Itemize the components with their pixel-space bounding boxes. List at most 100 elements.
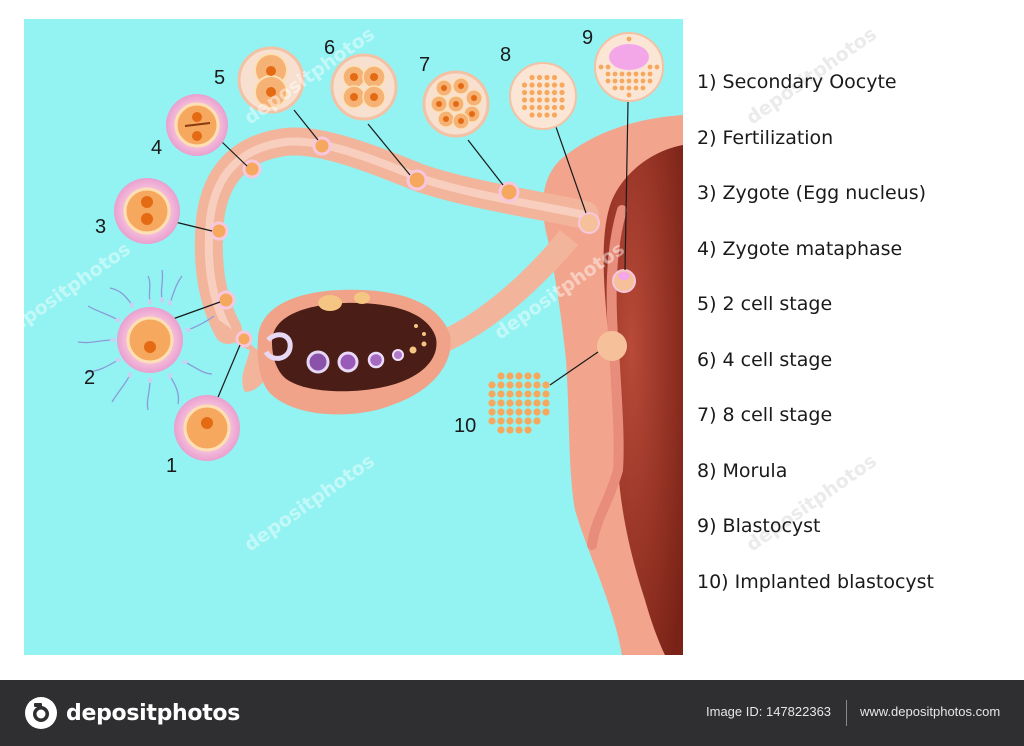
cell-dot bbox=[542, 381, 550, 389]
cell-dot bbox=[536, 82, 543, 88]
stage-1-secondary-oocyte bbox=[174, 395, 240, 461]
tract-cell-morula bbox=[578, 212, 600, 234]
cell-dot bbox=[633, 78, 639, 84]
ovary bbox=[257, 289, 451, 415]
tract-cell-implanted bbox=[597, 331, 627, 361]
cell-dot bbox=[551, 112, 558, 118]
follicle bbox=[367, 351, 385, 369]
cell-dot bbox=[619, 71, 625, 77]
cell-dot bbox=[524, 372, 532, 380]
cell-dot bbox=[524, 381, 532, 389]
fimbriae bbox=[205, 310, 272, 392]
cell-dot bbox=[626, 78, 632, 84]
cell-dot bbox=[515, 372, 523, 380]
brand-name: depositphotos bbox=[66, 700, 241, 726]
fallopian-tube-lumen bbox=[204, 137, 589, 334]
cell-dot bbox=[529, 104, 535, 111]
stage-legend: 1) Secondary Oocyte 2) Fertilization 3) … bbox=[697, 62, 1017, 617]
cell-dot bbox=[488, 381, 496, 389]
site-url-link[interactable]: www.depositphotos.com bbox=[860, 704, 1001, 719]
cell-dot bbox=[551, 74, 558, 81]
cell-dot bbox=[506, 417, 514, 425]
nuclei bbox=[436, 83, 477, 124]
cell-dot bbox=[605, 78, 611, 84]
legend-item: 2) Fertilization bbox=[697, 126, 834, 149]
implanted-blastocyst-cells bbox=[488, 372, 550, 434]
stage-number-4: 4 bbox=[151, 137, 162, 159]
leader-line-3 bbox=[174, 221, 213, 232]
cell-dot bbox=[647, 78, 653, 84]
image-id: Image ID: 147822363 bbox=[706, 704, 832, 719]
cell-dot bbox=[515, 381, 523, 389]
stage-number-3: 3 bbox=[95, 216, 106, 238]
stage-6-four-cell bbox=[330, 53, 398, 121]
nucleus bbox=[266, 66, 276, 76]
cell-dot bbox=[542, 408, 550, 416]
cell-dot bbox=[515, 390, 523, 398]
cell-dot bbox=[640, 85, 646, 91]
stage-number-2: 2 bbox=[84, 367, 95, 389]
cell-dot bbox=[488, 417, 496, 425]
cell-dot bbox=[559, 104, 565, 111]
leader-line-5 bbox=[293, 109, 319, 141]
cell-dot bbox=[619, 78, 625, 84]
cell-dot bbox=[559, 89, 565, 96]
cell-dot bbox=[626, 92, 632, 98]
sperm-heads bbox=[110, 297, 191, 383]
uterine-cavity bbox=[587, 205, 627, 550]
cell-dot bbox=[654, 64, 660, 70]
cell-dot bbox=[488, 390, 496, 398]
cell-dot bbox=[524, 399, 532, 407]
leader-line-4 bbox=[221, 141, 248, 167]
cell-dot bbox=[542, 390, 550, 398]
cell-dot bbox=[533, 381, 541, 389]
pronucleus bbox=[141, 213, 153, 225]
cell-dot bbox=[544, 104, 550, 111]
cell-dot bbox=[647, 71, 653, 77]
follicle bbox=[392, 349, 404, 361]
legend-item: 3) Zygote (Egg nucleus) bbox=[697, 182, 927, 204]
cell-dot bbox=[551, 89, 558, 96]
cell-dot bbox=[536, 104, 543, 111]
fertilization-diagram: depositphotos depositphotos depositphoto… bbox=[24, 19, 881, 655]
cell-dot bbox=[544, 89, 550, 96]
brand[interactable]: depositphotos bbox=[24, 693, 240, 733]
cell-dot bbox=[536, 74, 543, 81]
cell-dot bbox=[612, 71, 618, 77]
leader-line-9 bbox=[624, 101, 629, 271]
stage-9-blastocyst bbox=[594, 32, 664, 102]
cell-dot bbox=[533, 417, 541, 425]
cell-dot bbox=[524, 408, 532, 416]
cell-dot bbox=[536, 89, 543, 96]
cell-dot bbox=[524, 417, 532, 425]
cell-dot bbox=[521, 97, 528, 103]
tract-cell-zygote bbox=[209, 221, 229, 241]
cell-dot bbox=[598, 64, 604, 70]
stage-number-6: 6 bbox=[324, 37, 335, 59]
stage-number-1: 1 bbox=[166, 455, 177, 477]
stage-numbers: 1 2 3 4 5 6 7 8 9 10 bbox=[84, 27, 593, 477]
cell-dot bbox=[551, 104, 558, 111]
cell-dot bbox=[497, 399, 505, 407]
tract-cell-fertilization bbox=[216, 290, 236, 310]
cell-body bbox=[126, 316, 174, 364]
cell-dot bbox=[626, 85, 632, 91]
cell-dot bbox=[524, 390, 532, 398]
cell-dot bbox=[521, 82, 528, 88]
legend-item: 4) Zygote mataphase bbox=[697, 237, 903, 260]
cell-dot bbox=[544, 74, 550, 81]
cell-dot bbox=[633, 85, 639, 91]
cell-body bbox=[123, 187, 171, 235]
nucleus bbox=[266, 87, 276, 97]
legend-item: 8) Morula bbox=[697, 459, 788, 482]
cell-dot bbox=[612, 85, 618, 91]
leader-line-1 bbox=[215, 344, 241, 403]
pronucleus bbox=[141, 196, 153, 208]
cell-dot bbox=[497, 381, 505, 389]
corpus-luteum bbox=[318, 295, 342, 311]
cell-dot bbox=[640, 78, 646, 84]
footer-divider bbox=[846, 700, 847, 726]
ovarian-ligament bbox=[430, 230, 578, 355]
follicle bbox=[354, 292, 370, 304]
leader-line-10 bbox=[549, 351, 599, 386]
